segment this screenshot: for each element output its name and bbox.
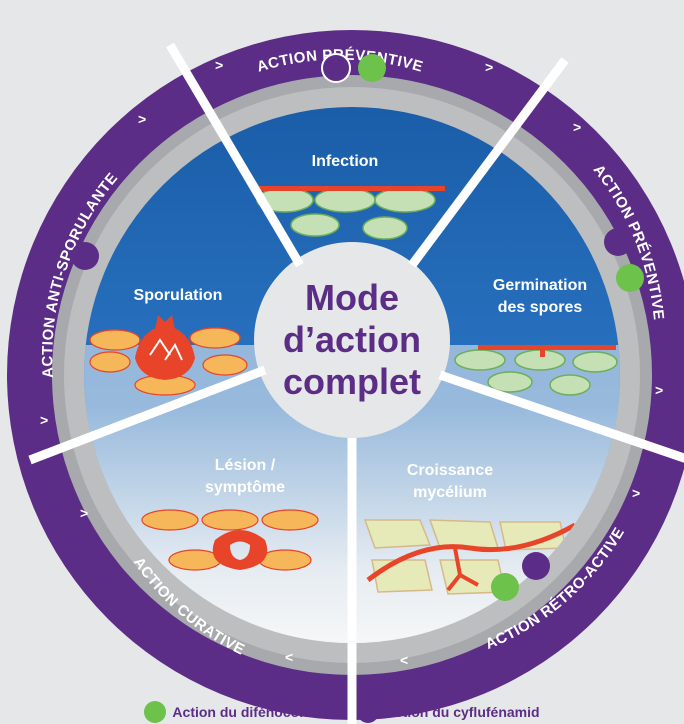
arrow-icon: > — [573, 119, 581, 135]
legend-label-difenoconazole: Action du difénoconazole — [172, 704, 343, 720]
cyflufenamid-dot-top — [321, 53, 351, 83]
arrow-icon: > — [80, 505, 88, 521]
legend: Action du difénoconazole Action du cyflu… — [0, 700, 684, 724]
legend-item-difenoconazole: Action du difénoconazole — [144, 701, 343, 723]
arrow-icon: > — [40, 412, 48, 428]
label-germination-1: Germination — [493, 277, 587, 294]
germination-line — [478, 345, 616, 350]
difenoconazole-dot-right — [616, 264, 644, 292]
center-line1: Mode — [305, 277, 399, 318]
infection-cells — [255, 186, 445, 240]
arrow-icon: > — [655, 382, 663, 398]
arrow-icon: < — [285, 649, 293, 665]
germination-cells — [454, 345, 618, 396]
ring-arrows: > > > > > > > > < < — [40, 57, 663, 668]
arrow-icon: > — [632, 485, 640, 501]
label-croissance-1: Croissance — [407, 462, 493, 479]
label-lesion-1: Lésion / — [215, 457, 276, 474]
sporulation-shape — [135, 325, 195, 380]
green-dot-icon — [144, 701, 167, 723]
mycelium-path — [366, 522, 577, 582]
cyflufenamid-dot-left — [71, 242, 99, 270]
purple-dot-icon — [356, 701, 379, 723]
cyflufenamid-dot-bottom-right — [522, 552, 550, 580]
label-infection: Infection — [312, 153, 379, 170]
arrow-icon: < — [400, 652, 408, 668]
lesion-cells — [141, 509, 319, 571]
center-circle — [254, 242, 450, 438]
center-line2: d’action — [283, 319, 421, 360]
lesion-shape — [212, 530, 268, 570]
arrow-icon: > — [485, 59, 493, 75]
infection-line — [255, 186, 445, 191]
legend-label-cyflufenamid: Action du cyflufénamid — [384, 704, 540, 720]
cyflufenamid-dot-right — [604, 228, 632, 256]
legend-item-cyflufenamid: Action du cyflufénamid — [356, 701, 540, 723]
sporulation-cells — [89, 315, 248, 396]
label-germination-2: des spores — [498, 299, 583, 316]
croissance-cells — [363, 519, 577, 595]
difenoconazole-dot-top — [358, 54, 386, 82]
arrow-icon: > — [215, 57, 223, 73]
arrow-icon: > — [138, 111, 146, 127]
center-line3: complet — [283, 361, 421, 402]
separators — [28, 42, 684, 724]
label-lesion-2: symptôme — [205, 479, 285, 496]
label-sporulation: Sporulation — [134, 287, 223, 304]
label-croissance-2: mycélium — [413, 484, 487, 501]
difenoconazole-dot-bottom-right — [491, 573, 519, 601]
